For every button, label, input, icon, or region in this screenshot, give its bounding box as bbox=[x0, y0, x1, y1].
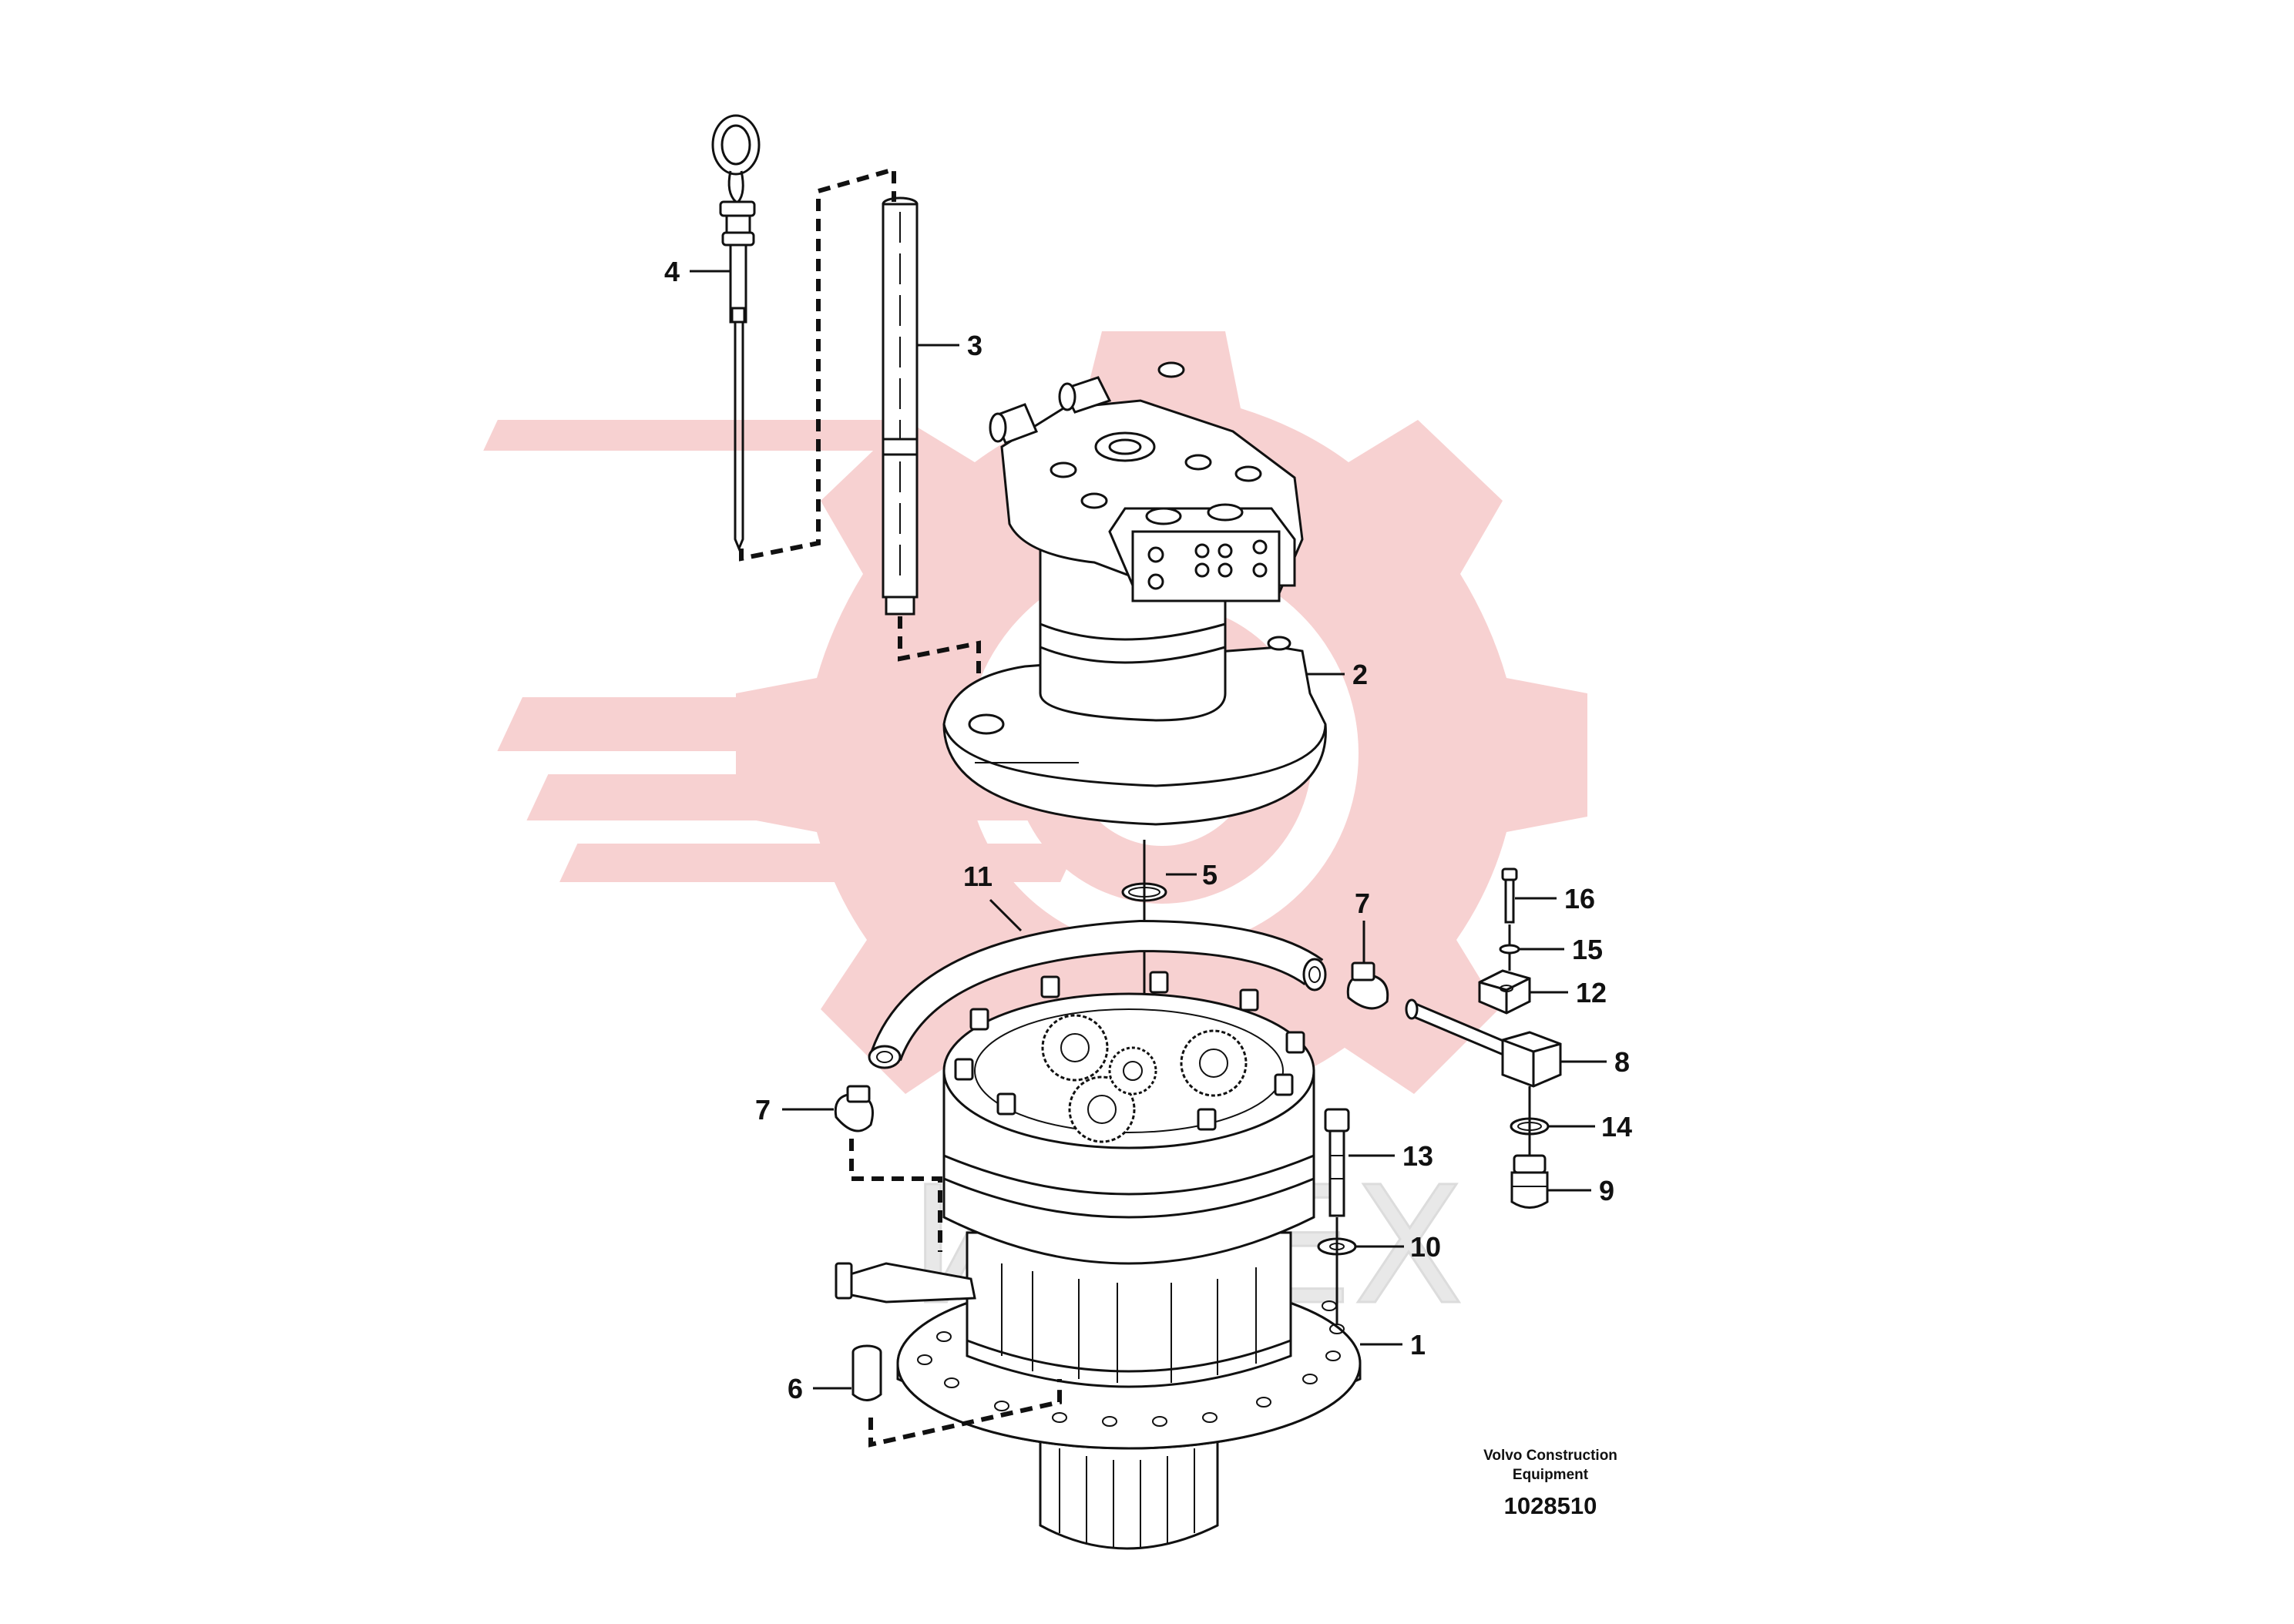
hose-part bbox=[868, 919, 1327, 1069]
callout-10: 10 bbox=[1410, 1231, 1441, 1263]
guide-pipe-part bbox=[882, 196, 919, 616]
dipstick-part bbox=[711, 114, 761, 552]
callout-14: 14 bbox=[1601, 1111, 1632, 1143]
callout-8: 8 bbox=[1614, 1046, 1630, 1078]
watermark-stripes bbox=[483, 420, 1080, 882]
hose-clamp-right-part bbox=[1346, 961, 1389, 1010]
swing-motor-part bbox=[942, 361, 1327, 826]
callout-7-right: 7 bbox=[1355, 887, 1370, 919]
callout-12: 12 bbox=[1576, 977, 1607, 1008]
callout-16: 16 bbox=[1564, 883, 1595, 914]
callout-7-left: 7 bbox=[755, 1094, 771, 1126]
bolt-part bbox=[1324, 1108, 1350, 1217]
callout-3: 3 bbox=[967, 330, 982, 361]
callout-6: 6 bbox=[788, 1373, 803, 1404]
clip-part bbox=[1478, 969, 1531, 1015]
top-bolts bbox=[954, 971, 1305, 1131]
callout-4: 4 bbox=[664, 256, 680, 287]
document-number: 1028510 bbox=[1504, 1492, 1597, 1519]
planet-gears bbox=[1041, 1014, 1248, 1143]
pipe-connection-line bbox=[898, 616, 981, 678]
screw-part bbox=[1501, 867, 1518, 971]
callout-5: 5 bbox=[1202, 859, 1218, 891]
plug-part bbox=[851, 1344, 882, 1401]
hose-clamp-left-part bbox=[834, 1085, 874, 1132]
plug-connection-line bbox=[868, 1379, 1062, 1448]
dipstick-connection-line bbox=[739, 166, 896, 562]
callout-2: 2 bbox=[1352, 659, 1368, 690]
callout-13: 13 bbox=[1402, 1140, 1433, 1172]
nipple-part bbox=[1510, 1154, 1549, 1209]
callout-1: 1 bbox=[1410, 1329, 1426, 1361]
flange-bolt-holes bbox=[917, 1300, 1345, 1427]
callout-9: 9 bbox=[1599, 1175, 1614, 1206]
callout-11: 11 bbox=[963, 861, 992, 892]
gearbox-part bbox=[835, 971, 1362, 1550]
caption-line-1: Volvo Construction bbox=[1483, 1448, 1617, 1464]
clamp-connection-line bbox=[849, 1139, 942, 1252]
caption-block: Volvo Construction Equipment 1028510 bbox=[1483, 1448, 1617, 1519]
callout-15: 15 bbox=[1572, 934, 1603, 965]
lock-washer-part bbox=[1499, 944, 1520, 955]
caption-line-2: Equipment bbox=[1513, 1467, 1589, 1483]
breather-part bbox=[1405, 998, 1562, 1088]
callouts: 1 2 3 4 5 6 7 7 8 9 10 11 12 bbox=[664, 256, 1632, 1404]
